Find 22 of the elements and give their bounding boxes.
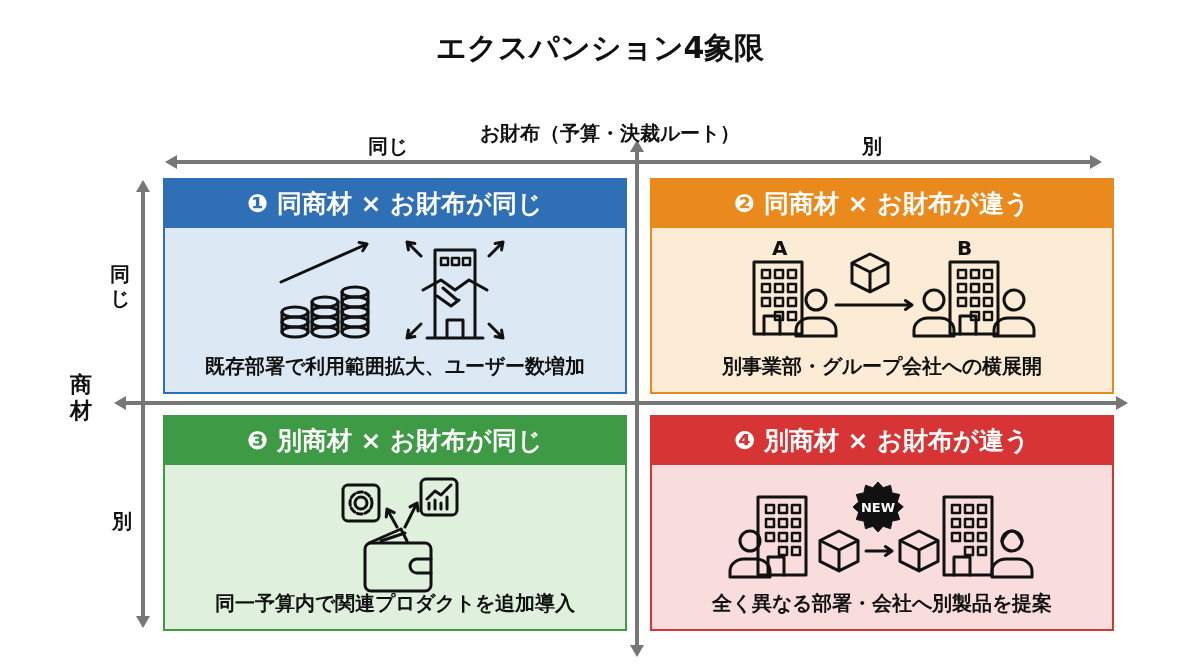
header-bar: ❹ 別商材 × お財布が違う: [652, 417, 1112, 465]
header-bar: ❷ 同商材 × お財布が違う: [652, 180, 1112, 228]
title-text: エクスパンション4象限: [434, 29, 766, 67]
header-bar: ❶ 同商材 × お財布が同じ: [165, 180, 625, 228]
axis-label: 商材: [70, 372, 93, 425]
quadrant-card: [650, 415, 1114, 631]
quadrant-card: [650, 178, 1114, 394]
axis-label: お財布（予算・決裁ルート）: [480, 120, 740, 147]
axis-label: 同じ: [110, 262, 131, 310]
header-bar: ❸ 別商材 × お財布が同じ: [165, 417, 625, 465]
new-badge: NEW: [850, 479, 906, 535]
quadrant-card: [163, 178, 627, 394]
description-text: 同一予算内で関連プロダクトを追加導入: [214, 590, 576, 617]
axis-label: 同じ: [368, 133, 408, 160]
description-text: 別事業部・グループ会社への横展開: [721, 353, 1043, 380]
axis-label: 別: [112, 508, 132, 535]
building-letter: B: [957, 236, 973, 260]
building-letter: A: [772, 236, 788, 260]
axis-label: 別: [862, 133, 882, 160]
description-text: 既存部署で利用範囲拡大、ユーザー数増加: [204, 353, 586, 380]
description-text: 全く異なる部署・会社へ別製品を提案: [711, 590, 1053, 617]
quadrant-card: [163, 415, 627, 631]
